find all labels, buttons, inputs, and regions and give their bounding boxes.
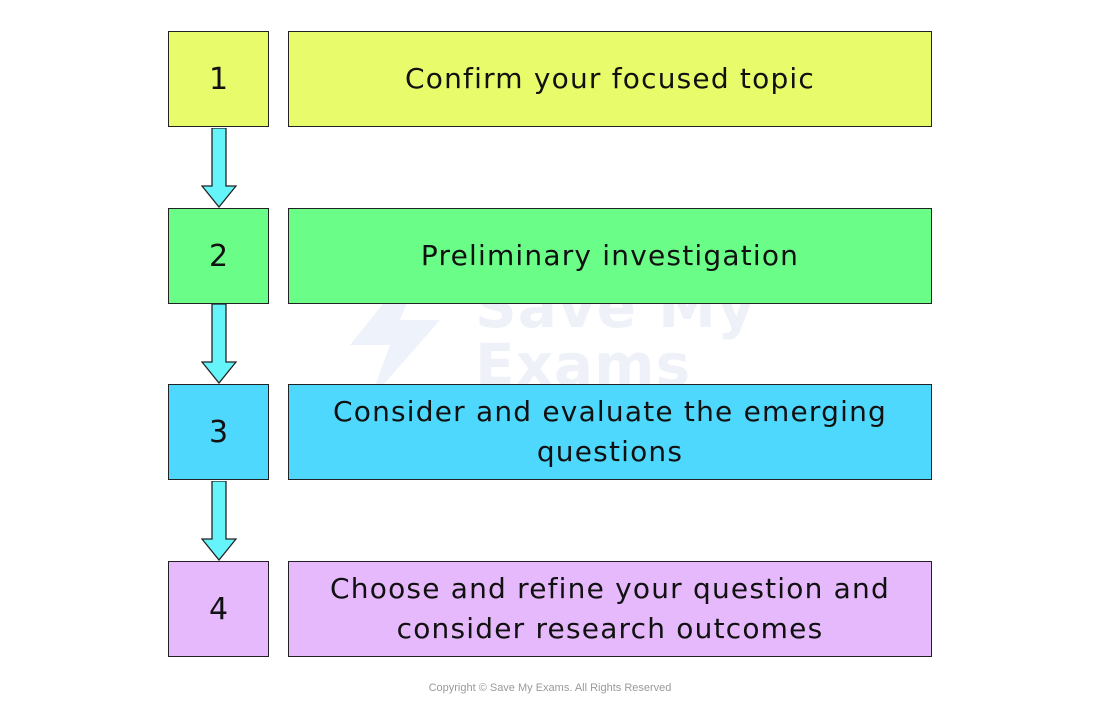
step-row-2: 2 Preliminary investigation: [168, 208, 932, 306]
step-number-box: 3: [168, 384, 269, 480]
step-text-box: Confirm your focused topic: [288, 31, 932, 127]
step-number-box: 1: [168, 31, 269, 127]
step-number-box: 4: [168, 561, 269, 657]
step-number-box: 2: [168, 208, 269, 304]
step-text-box: Choose and refine your question and cons…: [288, 561, 932, 657]
step-text-box: Preliminary investigation: [288, 208, 932, 304]
step-text-box: Consider and evaluate the emerging quest…: [288, 384, 932, 480]
step-row-3: 3 Consider and evaluate the emerging que…: [168, 384, 932, 482]
down-arrow-icon: [201, 304, 237, 384]
down-arrow-icon: [201, 128, 237, 208]
step-row-1: 1 Confirm your focused topic: [168, 31, 932, 129]
copyright-notice: Copyright © Save My Exams. All Rights Re…: [428, 682, 672, 694]
step-row-4: 4 Choose and refine your question and co…: [168, 561, 932, 659]
down-arrow-icon: [201, 481, 237, 561]
